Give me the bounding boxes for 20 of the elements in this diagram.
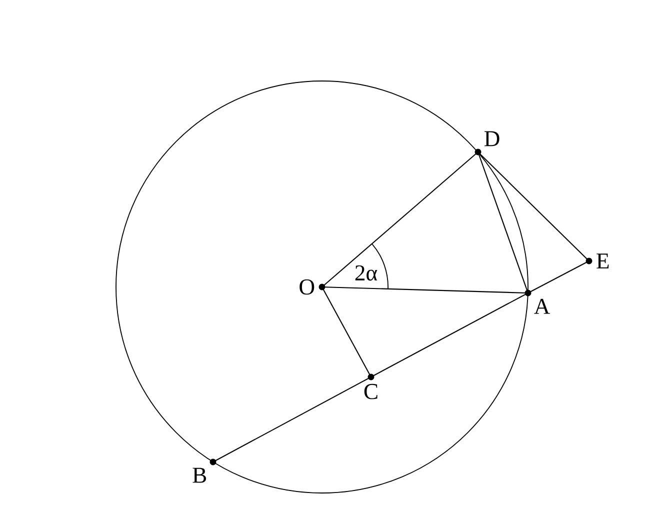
line-segment	[478, 152, 590, 262]
angle-label: 2α	[355, 265, 378, 281]
point: C	[364, 374, 378, 400]
line-segment	[212, 376, 372, 462]
line-segment	[370, 292, 528, 378]
point: A	[524, 290, 550, 314]
line-segment	[528, 260, 590, 294]
node-label: C	[364, 384, 378, 400]
line-segment	[478, 152, 528, 294]
line-segment	[322, 152, 478, 288]
point: E	[586, 254, 609, 268]
node-label: O	[300, 279, 314, 295]
node-label: D	[484, 131, 500, 146]
point: B	[192, 458, 216, 483]
node-label: B	[192, 468, 206, 483]
point: D	[474, 131, 500, 156]
node-label: A	[534, 298, 550, 314]
line-segment	[322, 286, 372, 378]
point: O	[300, 279, 326, 295]
node-label: E	[596, 254, 609, 268]
